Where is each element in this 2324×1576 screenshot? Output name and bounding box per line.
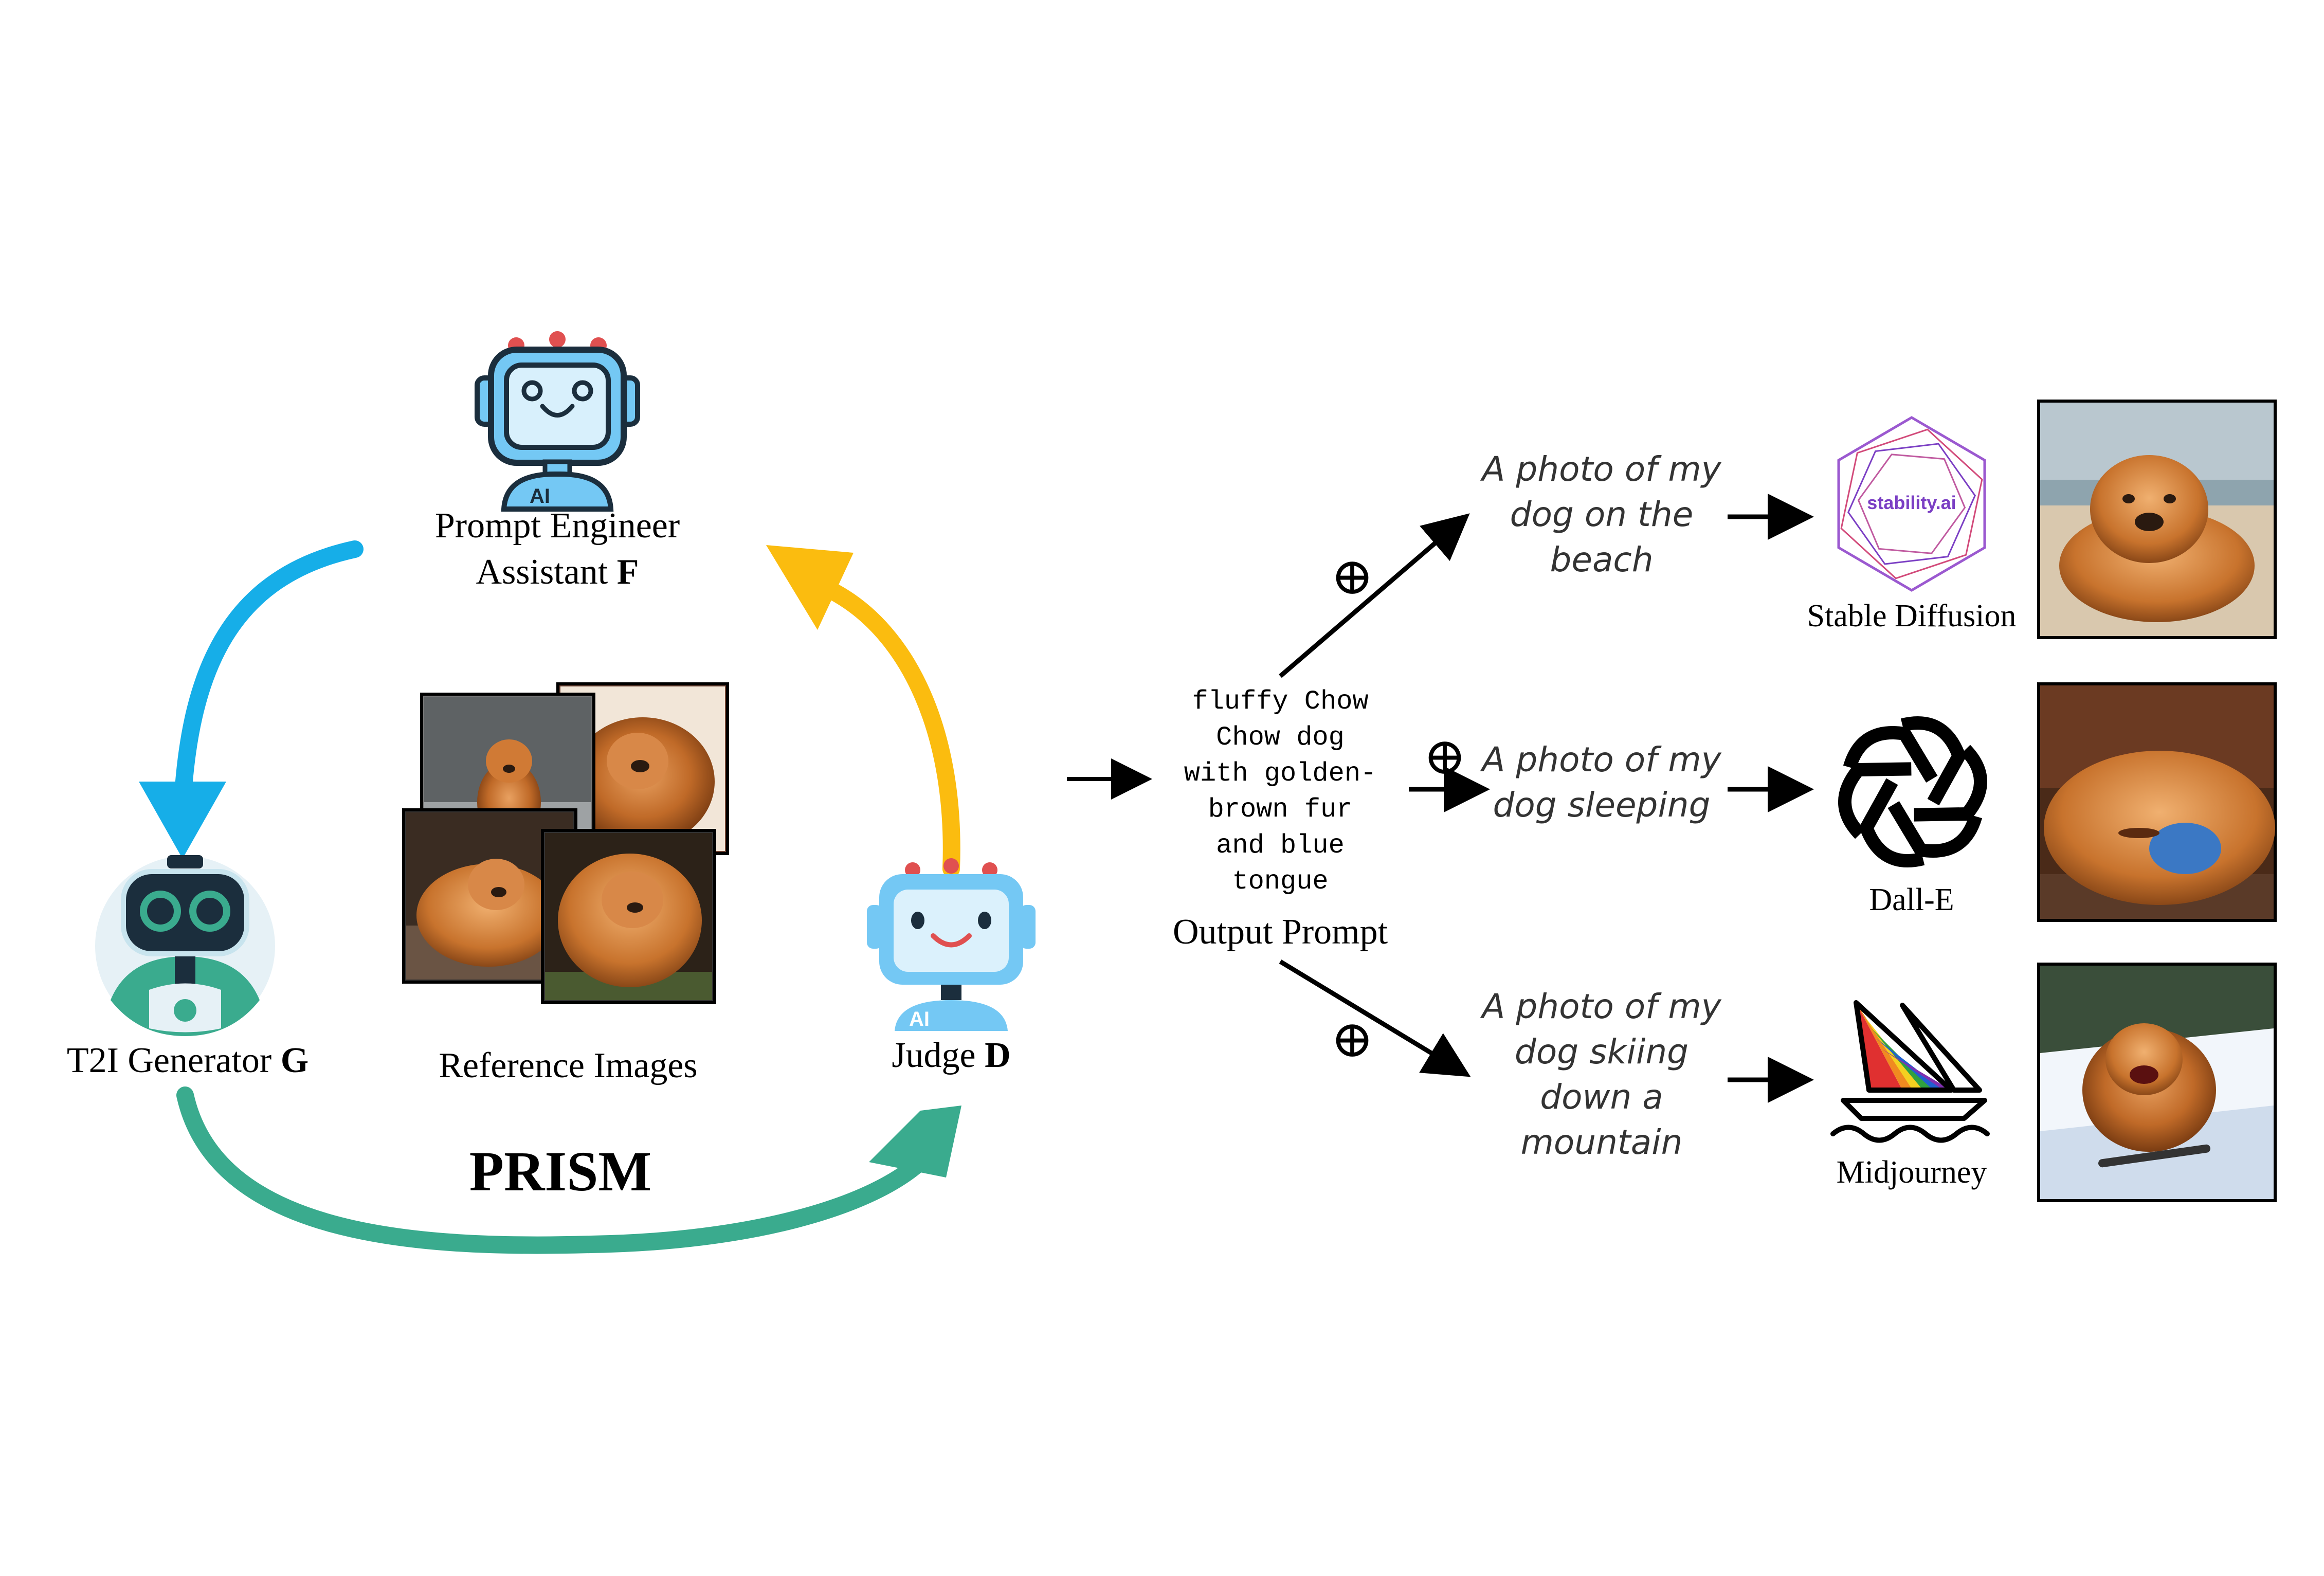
output-prompt-line: Chow dog (1216, 722, 1345, 753)
blue-arrowhead (139, 782, 226, 859)
output-prompt-line: tongue (1232, 866, 1328, 897)
reference-images (402, 682, 729, 1004)
reference-images-label: Reference Images (439, 1046, 697, 1085)
yellow-cycle-arrow (824, 583, 960, 878)
plus-symbol-bottom: ⊕ (1331, 1011, 1374, 1068)
output-prompt-line: fluffy Chow (1192, 686, 1368, 717)
plus-symbol-middle: ⊕ (1423, 728, 1466, 785)
plus-symbol-top: ⊕ (1331, 548, 1374, 605)
output-prompt-text: fluffy Chow Chow dog with golden- brown … (1184, 686, 1376, 897)
openai-logo-icon (1838, 716, 1987, 867)
branch-prompt-skiing-line: A photo of my (1480, 987, 1721, 1026)
branch-arrow-top (1279, 513, 1470, 678)
branch-prompt-sleeping-line: A photo of my (1480, 740, 1721, 780)
prompt-engineer-robot-icon: AI (475, 331, 640, 512)
judge-ai-badge: AI (909, 1008, 930, 1030)
assistant-label: Assistant F (476, 552, 639, 592)
midjourney-logo-icon (1830, 1000, 1990, 1143)
blue-cycle-arrow (174, 540, 364, 811)
branch-prompt-skiing-line: dog skiing (1515, 1032, 1688, 1072)
output-image-beach (2037, 400, 2277, 639)
branch-prompt-skiing-line: down a (1540, 1077, 1663, 1117)
model-name-stable-diffusion: Stable Diffusion (1807, 599, 2017, 633)
branch-prompt-sleeping-line: dog sleeping (1493, 785, 1710, 825)
green-cycle-arrow (176, 1086, 934, 1254)
output-prompt-line: and blue (1216, 830, 1345, 861)
branch-arrow-bottom (1279, 959, 1471, 1077)
model-name-dall-e: Dall-E (1869, 882, 1954, 917)
prompt-engineer-label: Prompt Engineer (435, 506, 680, 546)
t2i-generator-label: T2I Generator G (67, 1041, 308, 1080)
output-prompt-line: with golden- (1184, 758, 1376, 789)
judge-label: Judge D (892, 1036, 1010, 1075)
stability-logo-text: stability.ai (1867, 492, 1956, 513)
output-prompt-line: brown fur (1208, 794, 1353, 825)
branch-prompt-skiing-line: mountain (1521, 1122, 1683, 1162)
output-prompt-caption: Output Prompt (1173, 912, 1388, 952)
judge-robot-icon: AI (867, 858, 1036, 1031)
prism-title: PRISM (469, 1140, 651, 1203)
output-image-skiing (2037, 963, 2277, 1202)
t2i-generator-robot-icon (95, 855, 275, 1036)
robot-ai-badge: AI (530, 485, 550, 508)
yellow-arrowhead (766, 545, 854, 630)
output-image-sleeping (2037, 682, 2277, 922)
branch-prompt-beach-line: dog on the (1510, 495, 1694, 534)
reference-photo-3 (541, 829, 716, 1004)
green-arrowhead (869, 1106, 961, 1178)
model-name-midjourney: Midjourney (1837, 1155, 1987, 1190)
branch-prompt-beach-line: beach (1550, 540, 1653, 579)
branch-prompt-beach-line: A photo of my (1480, 449, 1721, 489)
stability-ai-logo-icon: stability.ai (1837, 416, 1986, 592)
